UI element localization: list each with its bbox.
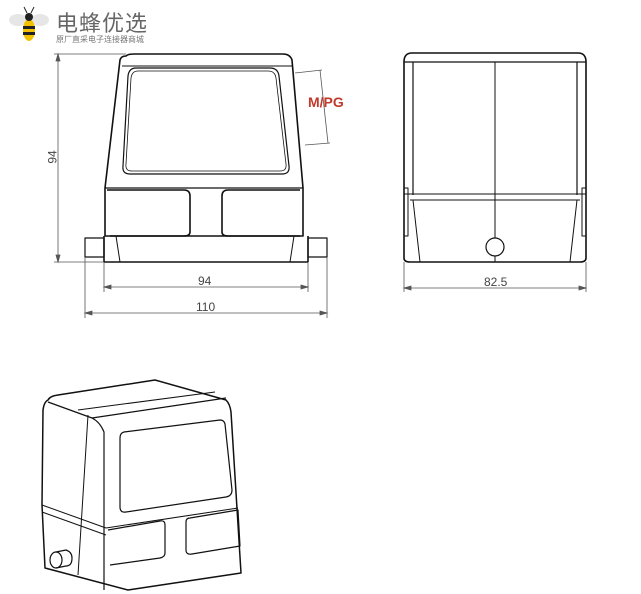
side-view xyxy=(403,52,587,263)
dimension-lines xyxy=(54,52,588,318)
logo-title: 电蜂优选 xyxy=(56,12,149,37)
brand-logo: 电蜂优选 原厂直采电子连接器商城 xyxy=(8,4,168,48)
side-width-dimension-label: 82.5 xyxy=(484,275,508,289)
outer-width-dimension-label: 110 xyxy=(196,300,216,314)
front-view xyxy=(84,53,328,263)
mpg-callout: M/PG xyxy=(308,94,344,110)
iso-view xyxy=(41,379,242,591)
inner-width-dimension-label: 94 xyxy=(198,274,212,288)
logo-subtitle: 原厂直采电子连接器商城 xyxy=(56,35,144,44)
height-dimension-label: 94 xyxy=(45,150,60,164)
bee-icon xyxy=(9,6,49,41)
